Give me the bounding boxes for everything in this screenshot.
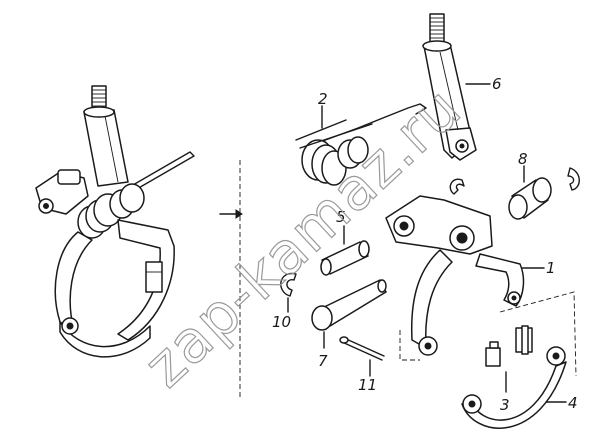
part-5-pin bbox=[320, 240, 370, 276]
assembled-shaft bbox=[83, 85, 129, 187]
part-11-cotter-pin bbox=[339, 336, 385, 361]
part-10-circlip bbox=[280, 272, 297, 297]
callout-11: 11 bbox=[358, 376, 377, 394]
callout-2: 2 bbox=[318, 90, 328, 108]
callout-8: 8 bbox=[518, 150, 528, 168]
circlip-upper-right bbox=[567, 167, 580, 191]
part-4-strap bbox=[461, 346, 567, 429]
bracket-right bbox=[499, 291, 577, 377]
assembled-fork-unit bbox=[35, 85, 195, 358]
part-1-fork bbox=[385, 195, 525, 356]
part-8-bushing bbox=[508, 177, 552, 220]
callout-1: 1 bbox=[546, 259, 556, 277]
assembled-spring-wire bbox=[99, 151, 195, 209]
assembled-lever bbox=[35, 169, 89, 215]
axis-arrow-head bbox=[235, 209, 243, 219]
part-6-shaft bbox=[422, 13, 477, 161]
callout-7: 7 bbox=[318, 352, 328, 370]
callout-4: 4 bbox=[568, 394, 578, 412]
callout-3: 3 bbox=[500, 396, 510, 414]
circlip-upper-left bbox=[449, 178, 465, 195]
callout-5: 5 bbox=[336, 208, 346, 226]
assembled-springs bbox=[77, 183, 145, 239]
bracket-11 bbox=[399, 330, 420, 361]
part-3-insert bbox=[485, 325, 533, 367]
part-7-pin bbox=[311, 279, 387, 331]
callout-6: 6 bbox=[492, 75, 502, 93]
part-2-spring bbox=[295, 103, 427, 186]
assembled-fork bbox=[54, 219, 175, 358]
callout-10: 10 bbox=[272, 313, 291, 331]
